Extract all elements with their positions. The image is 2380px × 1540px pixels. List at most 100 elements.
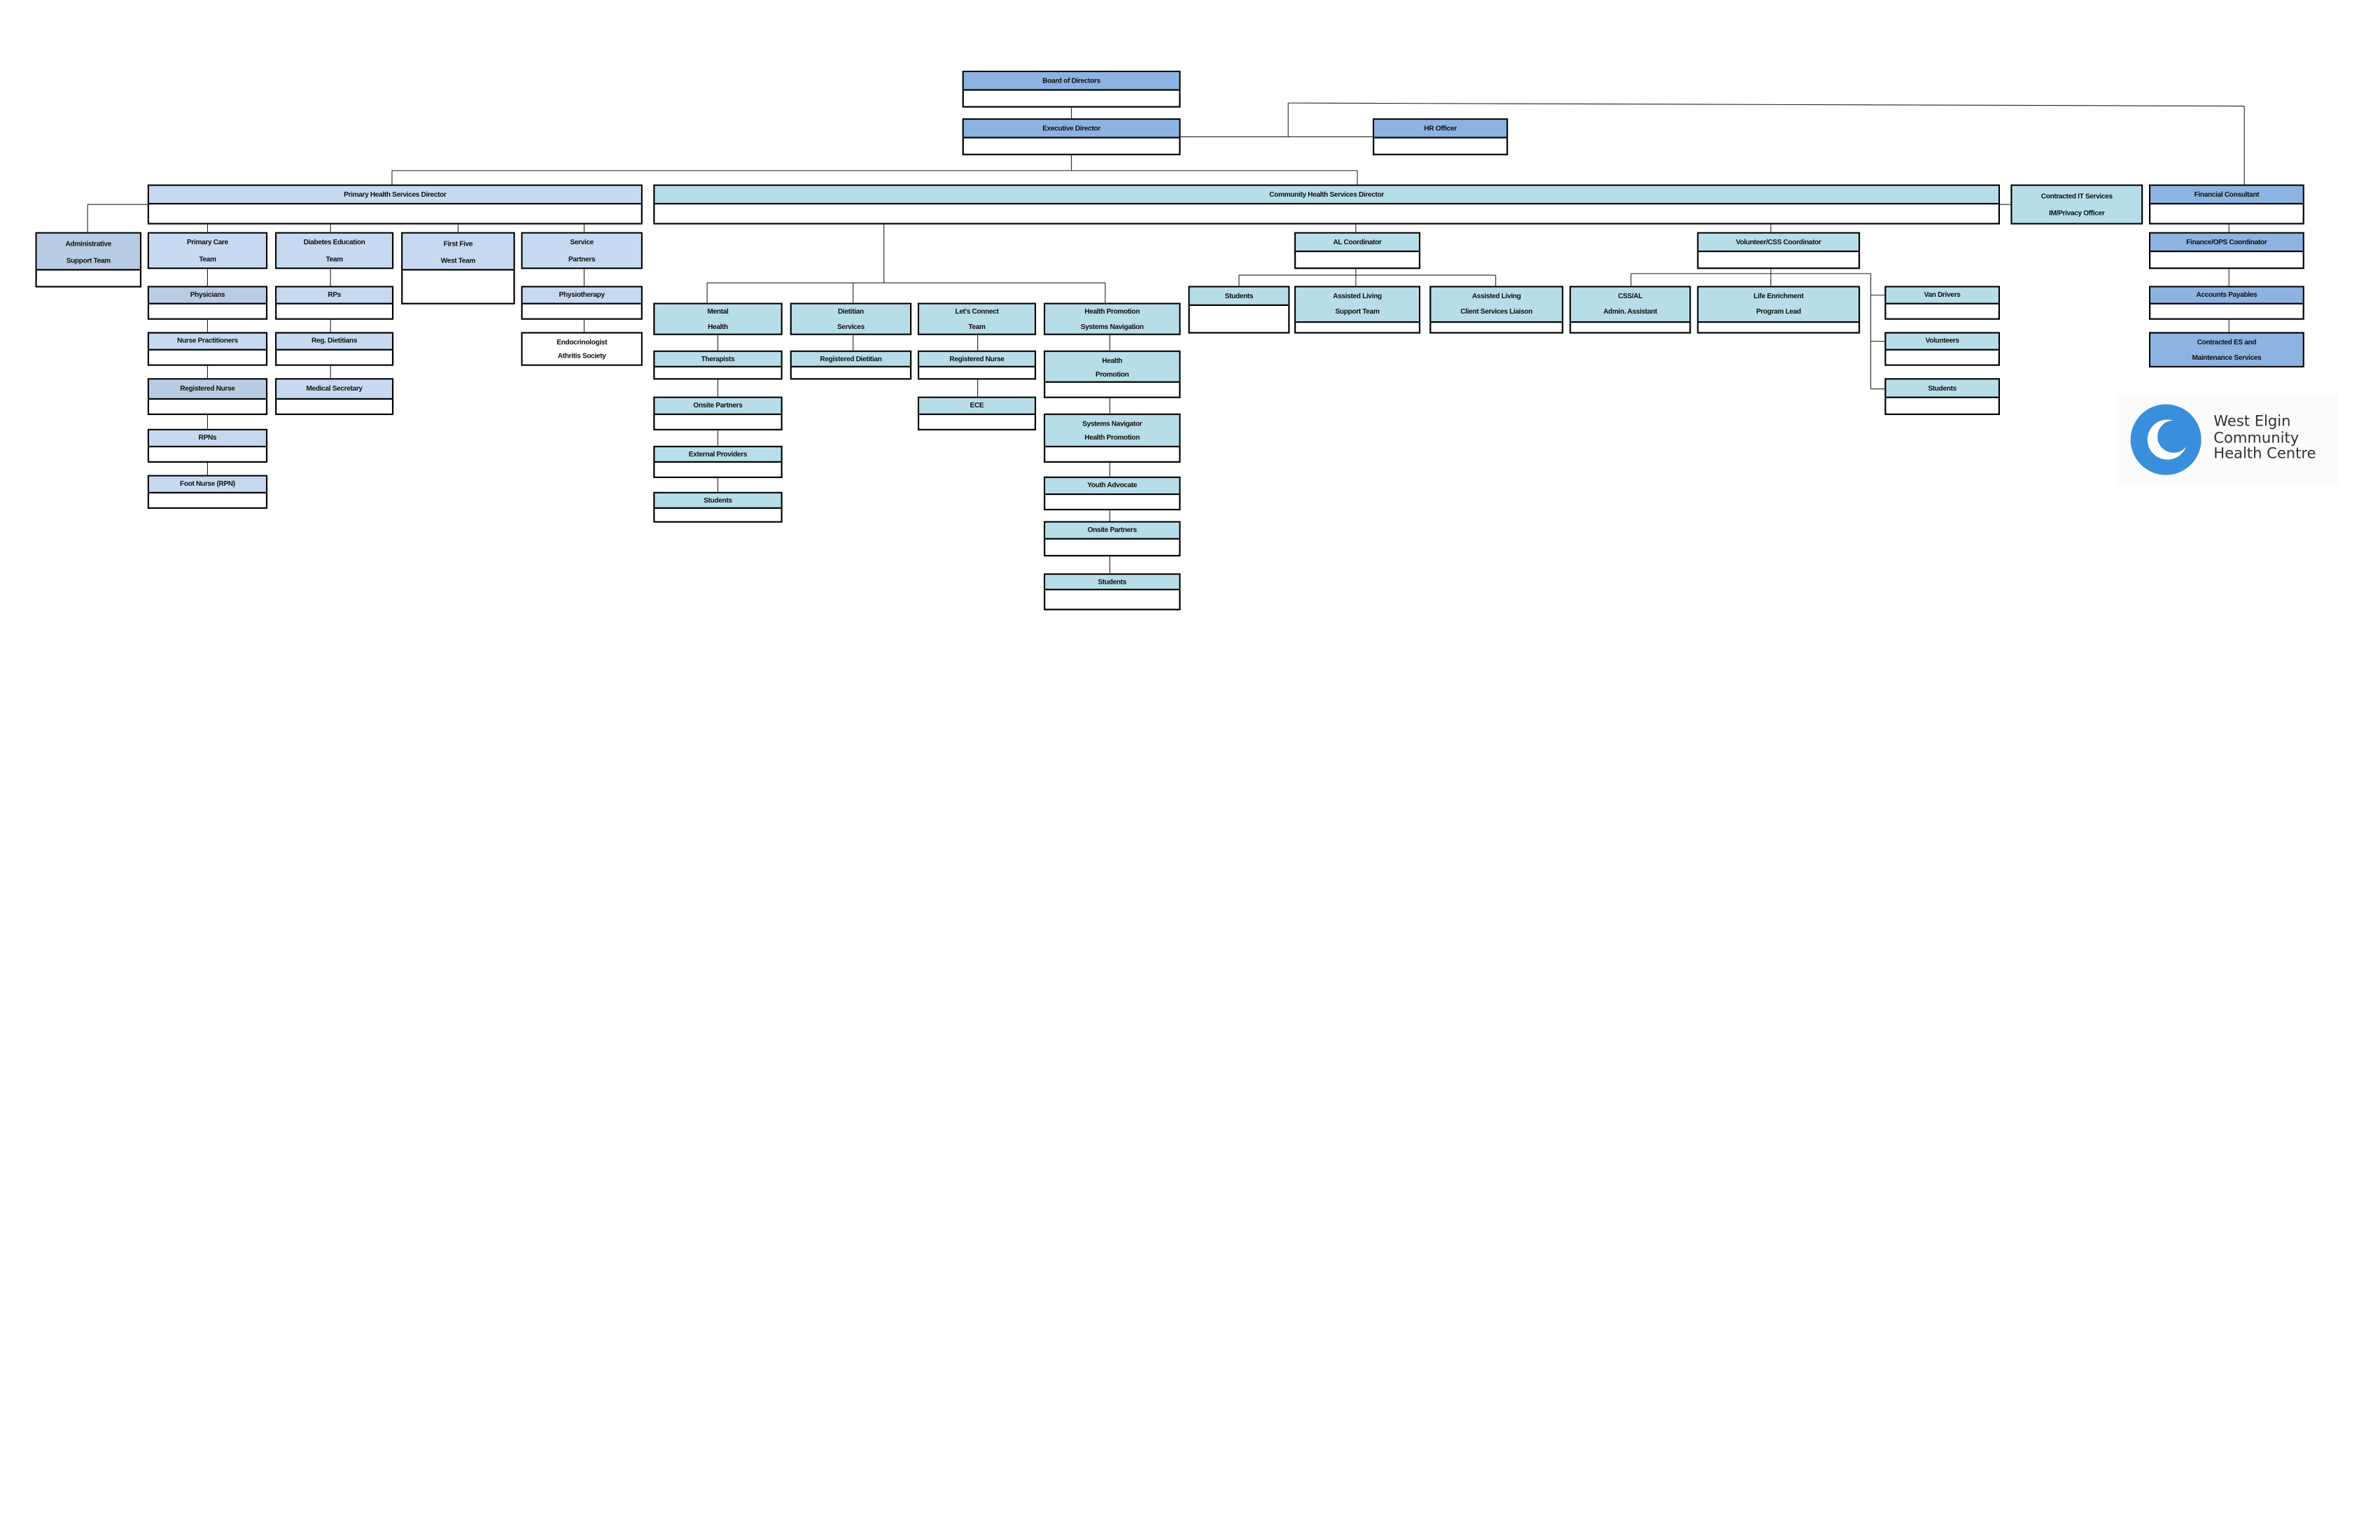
box-title: Students <box>1224 291 1254 300</box>
volunteer-css-coordinator-box[interactable]: Volunteer/CSS Coordinator <box>1697 232 1861 270</box>
youth-advocate-box[interactable]: Youth Advocate <box>1044 476 1181 511</box>
volunteers-box[interactable]: Volunteers <box>1884 332 2000 366</box>
box-title: Administrative <box>65 239 112 247</box>
box-subtitle: Health Promotion <box>1084 433 1140 442</box>
box-title: Contracted ES and <box>2197 337 2257 346</box>
box-title: Medical Secretary <box>306 384 363 392</box>
box-title: Onsite Partners <box>1087 526 1138 534</box>
ece-box[interactable]: ECE <box>918 396 1037 430</box>
rps-box[interactable]: RPs <box>275 286 394 320</box>
registered-nurse-box[interactable]: Registered Nurse <box>147 378 268 415</box>
box-title: Health <box>1102 356 1123 364</box>
box-title: Nurse Practitioners <box>177 336 238 344</box>
box-subtitle: Promotion <box>1096 370 1129 378</box>
box-title: Financial Consultant <box>2194 190 2260 198</box>
hr-officer-box[interactable]: HR Officer <box>1373 118 1508 155</box>
al-students-box[interactable]: Students <box>1188 286 1290 334</box>
board-of-directors-box[interactable]: Board of Directors <box>962 71 1181 108</box>
box-subtitle: Partners <box>568 255 596 263</box>
mh-students-box[interactable]: Students <box>653 491 783 523</box>
logo-line: West Elgin <box>2213 413 2291 430</box>
box-title: Let's Connect <box>955 307 999 316</box>
box-subtitle: Systems Navigation <box>1080 322 1144 330</box>
rpns-box[interactable]: RPNs <box>147 428 268 463</box>
logo-line: Community <box>2213 429 2300 447</box>
al-coordinator-box[interactable]: AL Coordinator <box>1294 232 1421 270</box>
lc-registered-nurse-box[interactable]: Registered Nurse <box>918 350 1037 380</box>
external-providers-box[interactable]: External Providers <box>653 445 783 478</box>
foot-nurse-box[interactable]: Foot Nurse (RPN) <box>147 475 268 509</box>
box-title: Assisted Living <box>1471 292 1521 300</box>
van-drivers-box[interactable]: Van Drivers <box>1884 286 2000 320</box>
hp-students-box[interactable]: Students <box>1044 573 1181 610</box>
community-health-director-box[interactable]: Community Health Services Director <box>653 184 2000 225</box>
box-subtitle: Health <box>708 322 728 330</box>
box-title: Dietitian <box>838 307 864 316</box>
west-elgin-logo: West Elgin Community Health Centre <box>2116 393 2339 486</box>
registered-dietitian-box[interactable]: Registered Dietitian <box>790 350 912 380</box>
logo-text: West Elgin Community Health Centre <box>2213 413 2316 463</box>
box-title: Assisted Living <box>1333 292 1382 300</box>
box-title: Youth Advocate <box>1087 481 1138 489</box>
box-title: Primary Health Services Director <box>344 190 447 198</box>
box-subtitle: Support Team <box>66 255 111 264</box>
box-title: Reg. Dietitians <box>312 336 358 344</box>
therapists-box[interactable]: Therapists <box>653 350 783 380</box>
box-subtitle: West Team <box>440 255 476 264</box>
financial-consultant-box[interactable]: Financial Consultant <box>2149 184 2304 225</box>
box-title: ECE <box>969 401 984 410</box>
onsite-partners-box[interactable]: Onsite Partners <box>653 396 783 430</box>
box-title: Board of Directors <box>1042 76 1100 84</box>
hp-onsite-partners-box[interactable]: Onsite Partners <box>1044 521 1181 556</box>
medical-secretary-box[interactable]: Medical Secretary <box>275 378 394 415</box>
primary-health-director-box[interactable]: Primary Health Services Director <box>147 184 643 225</box>
box-title: Volunteer/CSS Coordinator <box>1735 237 1821 246</box>
box-title: Health Promotion <box>1084 307 1140 316</box>
box-title: Students <box>704 496 732 504</box>
box-title: Students <box>1928 383 1956 391</box>
vol-students-box[interactable]: Students <box>1884 378 2000 415</box>
box-title: Primary Care <box>187 238 228 246</box>
box-subtitle: Athritis Society <box>557 351 606 360</box>
nurse-practitioners-box[interactable]: Nurse Practitioners <box>147 332 268 366</box>
box-title: RPNs <box>198 433 217 442</box>
box-title: Finance/OPS Coordinator <box>2186 237 2267 246</box>
physicians-box[interactable]: Physicians <box>147 286 268 320</box>
box-title: Systems Navigator <box>1082 419 1142 427</box>
box-title: Diabetes Education <box>303 238 365 246</box>
logo-swirl-icon <box>2130 404 2202 475</box>
box-title: Contracted IT Services <box>2040 192 2113 200</box>
box-title: Registered Dietitian <box>820 354 882 363</box>
box-subtitle: Team <box>968 322 986 330</box>
physiotherapy-box[interactable]: Physiotherapy <box>521 286 643 320</box>
executive-director-box[interactable]: Executive Director <box>962 118 1181 155</box>
accounts-payables-box[interactable]: Accounts Payables <box>2149 286 2304 320</box>
box-title: Service <box>570 238 594 246</box>
box-title: External Providers <box>688 449 748 458</box>
box-subtitle: Program Lead <box>1756 307 1801 316</box>
reg-dietitians-box[interactable]: Reg. Dietitians <box>275 332 394 366</box>
box-title: Onsite Partners <box>693 401 743 410</box>
box-subtitle: Services <box>837 322 864 330</box>
finance-ops-coordinator-box[interactable]: Finance/OPS Coordinator <box>2149 232 2304 270</box>
box-title: Community Health Services Director <box>1269 190 1385 198</box>
